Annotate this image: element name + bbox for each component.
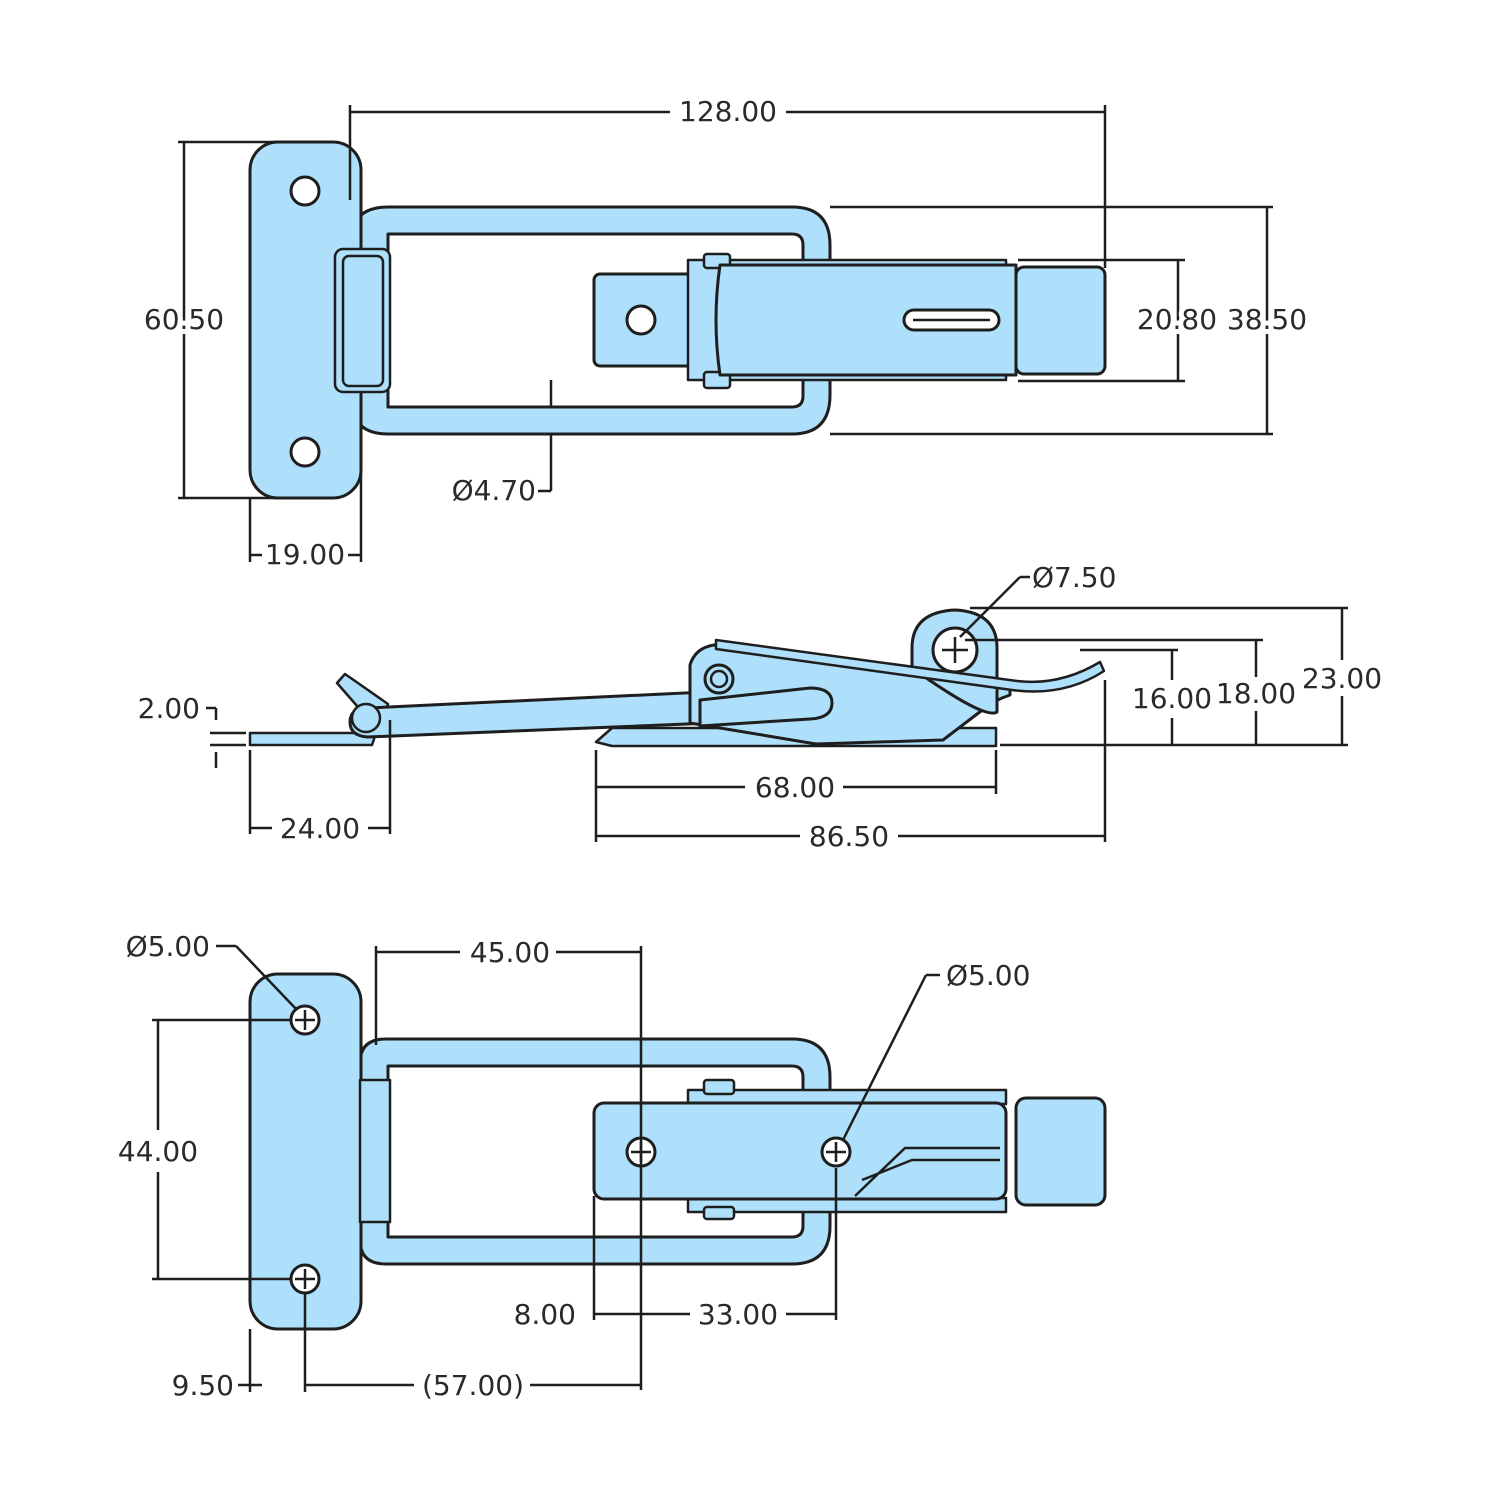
dim-lever-width: 20.80 [1018,258,1222,383]
dim-catch-edge-text: 9.50 [172,1369,234,1402]
dim-base-length-text: 68.00 [755,771,835,804]
dim-base-hole: Ø5.00 [841,959,1030,1141]
dim-plate-thickness: 2.00 [138,692,246,768]
lever-hole-right [820,1136,852,1168]
dim-catch-length-text: 24.00 [280,812,360,845]
hook-bend [333,247,392,394]
dim-wire-diameter-text: Ø4.70 [452,474,536,507]
dim-wire-diameter: Ø4.70 [452,380,553,507]
dim-reference-text: (57.00) [422,1369,524,1402]
dim-catch-edge: 9.50 (57.00) [172,1293,641,1402]
dim-height-text: 60.50 [144,303,224,336]
mount-hole-top [289,1004,321,1036]
dim-overall-length-text: 128.00 [679,95,777,128]
dim-hole-pitch: 44.00 [118,1018,290,1281]
lever-body [714,263,1018,377]
dim-plate-thickness-text: 2.00 [138,692,200,725]
dim-hole-spacing: 8.00 33.00 [514,1168,838,1331]
hook-bend-bottom [358,1078,392,1224]
dim-catch-length: 24.00 [248,720,392,845]
lever-base-bottom [592,1101,1008,1201]
dim-height-16-text: 16.00 [1132,682,1212,715]
catch-hole-top [289,175,321,207]
tongue-hole [625,304,657,336]
bottom-view: Ø5.00 45.00 Ø5.00 44.00 [118,930,1107,1402]
dim-overall-length: 128.00 [348,95,1107,268]
dim-hole-pitch-text: 44.00 [118,1135,198,1168]
hook-bend-inner [341,254,385,388]
dim-base-hole-text: Ø5.00 [946,959,1030,992]
dim-catch-hole: Ø5.00 [126,930,298,1011]
dim-body-length-text: 86.50 [809,820,889,853]
lever-tip [1014,265,1107,376]
dim-lever-width-text: 20.80 [1137,303,1217,336]
lever-handle-side [714,638,1106,693]
catch-hole-bottom [289,436,321,468]
dim-height-23-text: 23.00 [1302,662,1382,695]
lever-slot-bottom [854,1146,1000,1197]
dim-base-width-text: 19.00 [265,538,345,571]
pin-head-top [702,1078,736,1096]
wire-end-side [698,686,834,728]
dim-body-length: 86.50 [596,680,1107,853]
dim-heights: 16.00 18.00 23.00 [965,606,1382,747]
hinge-side [350,702,382,734]
dim-base-width: 19.00 [248,470,363,571]
dim-height-18-text: 18.00 [1216,677,1296,710]
dim-hole-offset-text: 45.00 [470,936,550,969]
pin-head-bottom [702,1205,736,1221]
dim-pivot-diameter: Ø7.50 [959,561,1116,638]
dim-hole-offset: 45.00 [374,936,643,1390]
lever-tip-bottom [1014,1096,1107,1207]
side-view: Ø7.50 2.00 24.00 68.00 [138,561,1382,853]
dim-hole-edge-text: 8.00 [514,1298,576,1331]
top-view: 128.00 60.50 19.00 Ø4.70 [139,95,1312,571]
wire-loop-bottom [358,1037,832,1266]
dim-height: 60.50 [139,140,300,500]
dim-pivot-diameter-text: Ø7.50 [1032,561,1116,594]
dim-loop-width: 38.50 [830,205,1312,436]
mount-hole-bottom [289,1263,321,1295]
dim-loop-width-text: 38.50 [1227,303,1307,336]
dim-hole-spacing-text: 33.00 [698,1298,778,1331]
dim-base-length: 68.00 [594,750,998,842]
dim-catch-hole-text: Ø5.00 [126,930,210,963]
rivet-side [703,663,735,695]
